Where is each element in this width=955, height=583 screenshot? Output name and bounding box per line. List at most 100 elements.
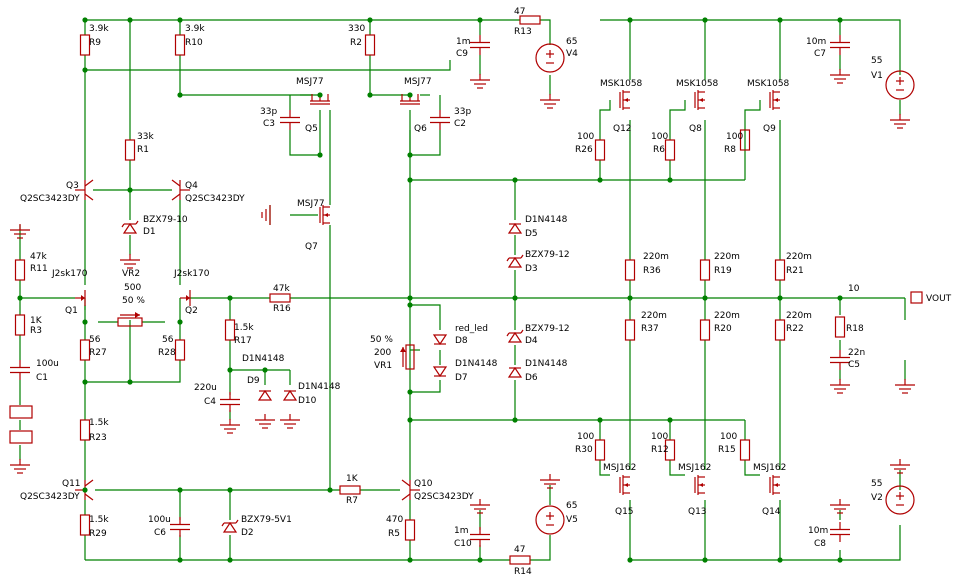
wire	[289, 130, 320, 156]
label-c7v: 10m	[806, 37, 826, 47]
ground-d10	[280, 414, 300, 429]
label-r13v: 47	[514, 7, 525, 17]
label-r2: R2	[350, 38, 362, 48]
capacitor-c6	[170, 517, 190, 537]
diode-d9	[257, 389, 273, 401]
junction-dot	[317, 92, 323, 98]
label-q6t: MSJ77	[404, 77, 432, 87]
label-r17v: 1.5k	[234, 323, 254, 333]
label-r36v: 220m	[643, 252, 669, 262]
label-q6: Q6	[414, 124, 427, 134]
resistor-r6	[664, 139, 676, 161]
label-vout: VOUT	[926, 294, 952, 304]
junction-dot	[627, 295, 633, 301]
resistor-r13	[519, 15, 541, 25]
ground-d9	[255, 414, 275, 429]
junction-dot	[127, 187, 133, 193]
junction-dot	[407, 389, 413, 395]
potentiometer-vr2	[117, 312, 143, 327]
resistor-r22	[774, 319, 786, 341]
transistor-q4	[171, 179, 190, 201]
junction-dot	[477, 557, 483, 563]
label-r22v: 220m	[786, 311, 812, 321]
input-box-2	[9, 430, 33, 444]
resistor-r17	[224, 319, 236, 341]
jfet-q1	[75, 290, 86, 306]
resistor-r21	[774, 259, 786, 281]
resistor-r2	[364, 34, 376, 56]
ground-d1	[120, 254, 140, 269]
label-vr1: VR1	[374, 361, 392, 371]
junction-dot	[82, 67, 88, 73]
label-vr2: VR2	[122, 269, 140, 279]
junction-dot	[407, 92, 413, 98]
label-q1t: J2sk170	[51, 269, 88, 279]
mosfet-q12	[619, 90, 630, 110]
label-q5t: MSJ77	[296, 77, 324, 87]
label-d5v: D1N4148	[525, 215, 568, 225]
resistor-r26	[594, 139, 606, 161]
zener-d4	[506, 329, 524, 343]
label-r1v: 33k	[137, 132, 154, 142]
label-r29v: 1.5k	[89, 515, 109, 525]
resistor-r11	[14, 259, 26, 281]
ground-c5	[830, 379, 850, 394]
label-r23v: 1.5k	[89, 418, 109, 428]
junction-dot	[227, 557, 233, 563]
label-v1v: 55	[871, 56, 882, 66]
wire	[669, 460, 685, 476]
resistor-r18	[834, 316, 846, 338]
ground-output	[895, 379, 915, 394]
junction-dot	[627, 17, 633, 23]
resistor-r16	[269, 293, 291, 303]
diode-d10	[282, 389, 298, 401]
wire	[599, 100, 611, 140]
junction-dot	[327, 487, 333, 493]
label-c4: C4	[204, 397, 216, 407]
label-r26v: 100	[577, 132, 594, 142]
junction-dot	[837, 295, 843, 301]
wire	[540, 19, 551, 45]
wire	[630, 525, 901, 561]
junction-dot	[407, 152, 413, 158]
label-v4v: 65	[566, 37, 577, 47]
label-q13t: MSJ162	[678, 463, 711, 473]
label-r13: R13	[514, 27, 532, 37]
junction-dot	[702, 295, 708, 301]
label-c2: C2	[454, 119, 466, 129]
junction-dot	[82, 319, 88, 325]
resistor-r9	[79, 34, 91, 56]
label-d9: D9	[247, 376, 260, 386]
label-vr1v: 200	[374, 348, 391, 358]
label-vr1p: 50 %	[370, 335, 393, 345]
label-r30v: 100	[577, 432, 594, 442]
mosfet-q7	[319, 205, 330, 225]
label-c6v: 100u	[148, 515, 171, 525]
label-d9d10v: D1N4148	[242, 354, 285, 364]
resistor-r15	[739, 439, 751, 461]
voltage-source-v1	[885, 70, 915, 100]
label-d1: D1	[143, 227, 156, 237]
label-d3v: BZX79-12	[525, 250, 570, 260]
ground-c9	[470, 74, 490, 89]
label-vr2p: 50 %	[122, 296, 145, 306]
label-r17: R17	[234, 336, 252, 346]
wire	[410, 380, 441, 393]
label-r22: R22	[786, 324, 804, 334]
resistor-r28	[174, 339, 186, 361]
label-v2v: 55	[871, 479, 882, 489]
label-q15t: MSJ162	[603, 463, 636, 473]
wire	[410, 304, 441, 330]
mosfet-q8	[694, 90, 705, 110]
wire	[530, 535, 551, 561]
label-q2t: J2sk170	[173, 269, 210, 279]
label-v5v: 65	[566, 501, 577, 511]
label-r37v: 220m	[641, 311, 667, 321]
junction-dot	[512, 295, 518, 301]
capacitor-c3	[280, 110, 300, 130]
vout-port	[910, 291, 923, 304]
label-c9v: 1m	[456, 37, 471, 47]
junction-dot	[512, 417, 518, 423]
transistor-q3	[75, 179, 94, 201]
junction-dot	[227, 487, 233, 493]
